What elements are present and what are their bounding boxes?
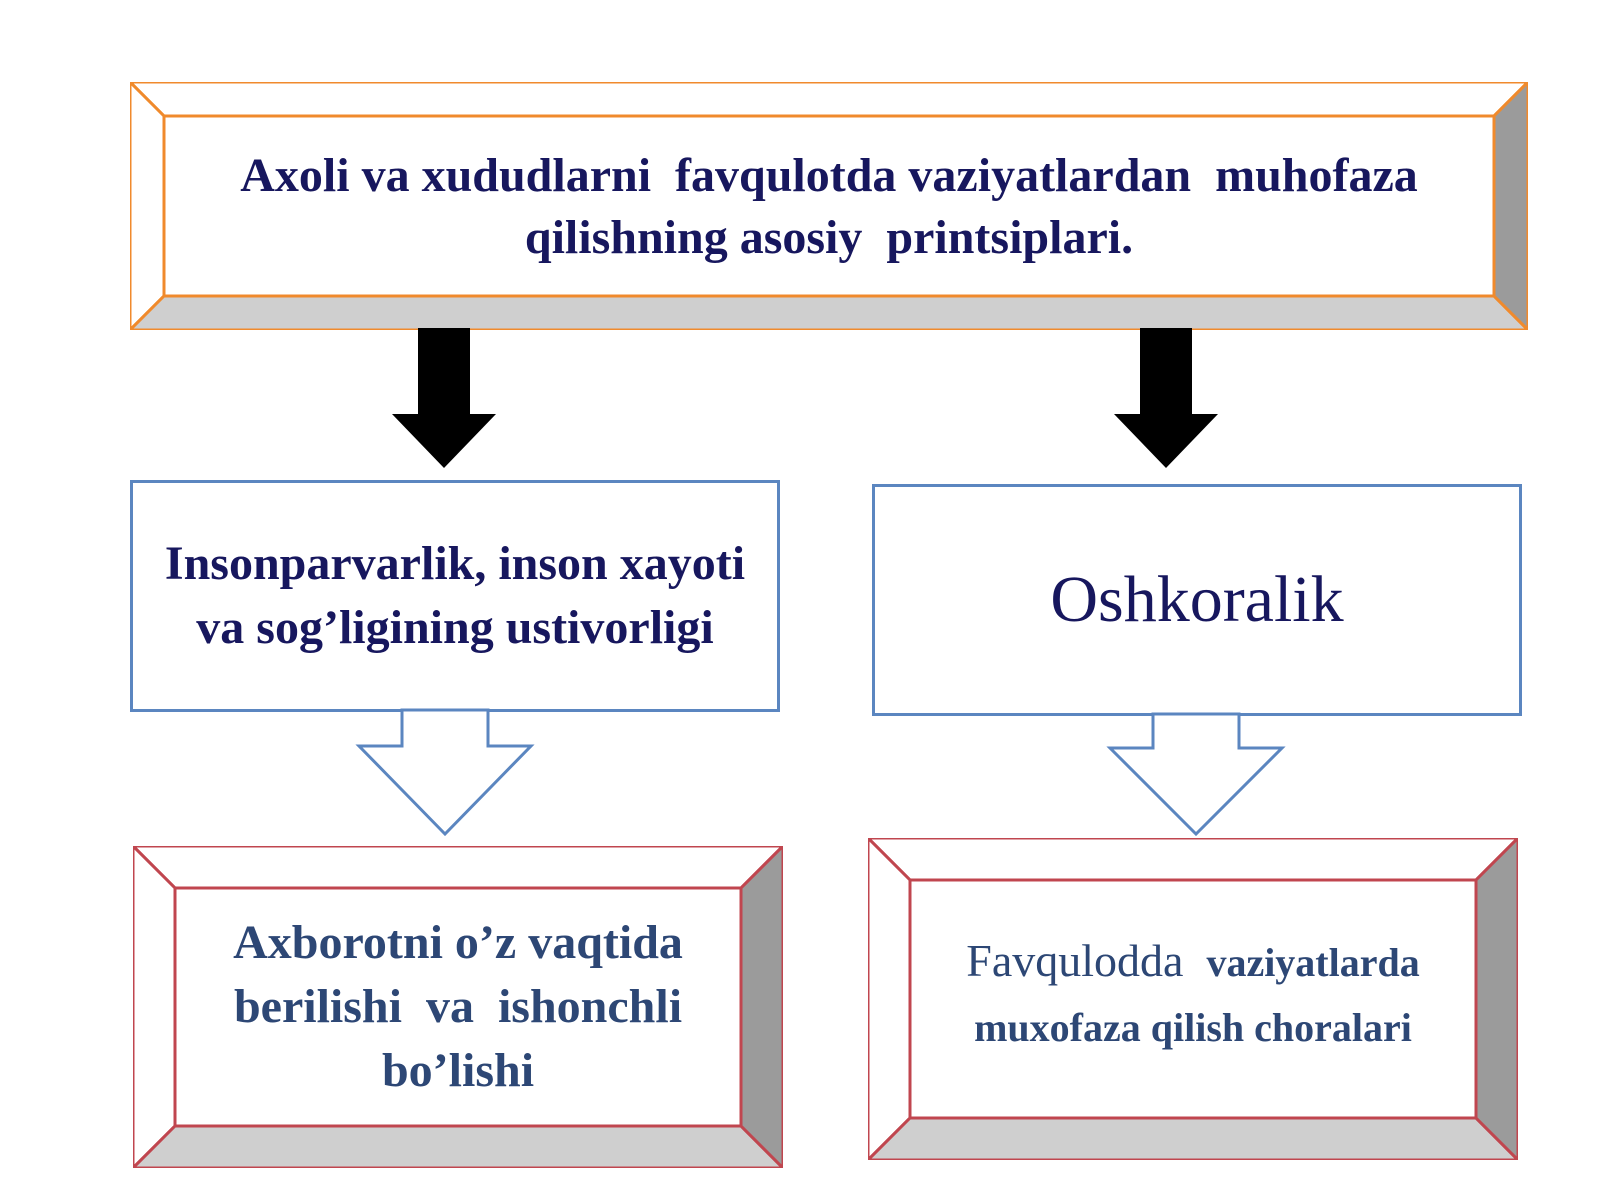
- result-box-information-frame: [133, 846, 783, 1168]
- result-text-protection-lead: Favqulodda: [966, 935, 1207, 986]
- principle-box-humanism: Insonparvarlik, inson xayoti va sog’ligi…: [130, 480, 780, 712]
- hollow-arrow-down-right: [1106, 712, 1286, 837]
- title-box-content: Axoli va xududlarni favqulotda vaziyatla…: [164, 116, 1494, 298]
- result-box-protection-content: Favqulodda vaziyatlarda muxofaza qilish …: [910, 880, 1476, 1118]
- title-box-frame: [130, 82, 1528, 330]
- principle-label-openness: Oshkoralik: [1050, 563, 1344, 636]
- result-box-protection-frame: [868, 838, 1518, 1160]
- principle-label-humanism: Insonparvarlik, inson xayoti va sog’ligi…: [164, 537, 746, 654]
- diagram-title: Axoli va xududlarni favqulotda vaziyatla…: [240, 149, 1430, 264]
- result-box-information: Axborotni o’z vaqtida berilishi va ishon…: [133, 846, 783, 1168]
- solid-arrow-down-left: [392, 328, 496, 468]
- result-text-protection-rest: vaziyatlarda muxofaza qilish choralari: [974, 940, 1420, 1050]
- result-box-information-content: Axborotni o’z vaqtida berilishi va ishon…: [175, 888, 741, 1126]
- result-text-protection: Favqulodda vaziyatlarda muxofaza qilish …: [920, 933, 1466, 1065]
- solid-arrow-down-right: [1114, 328, 1218, 468]
- result-box-protection: Favqulodda vaziyatlarda muxofaza qilish …: [868, 838, 1518, 1160]
- hollow-arrow-down-left: [355, 708, 535, 837]
- title-box: Axoli va xududlarni favqulotda vaziyatla…: [130, 82, 1528, 330]
- result-text-information: Axborotni o’z vaqtida berilishi va ishon…: [233, 916, 695, 1097]
- principle-box-openness: Oshkoralik: [872, 484, 1522, 716]
